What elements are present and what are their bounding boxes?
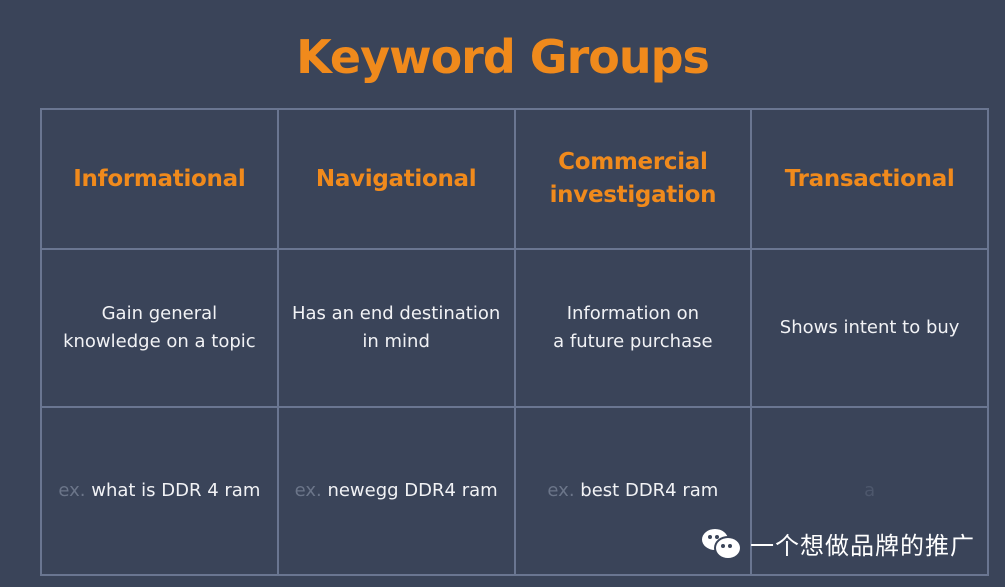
header-label: Transactional <box>784 165 955 192</box>
header-cell-navigational: Navigational <box>276 108 516 250</box>
description-line1: Information on <box>566 303 700 324</box>
description-cell-informational: Gain general knowledge on a topic <box>40 248 279 408</box>
watermark: 一个想做品牌的推广 <box>700 526 975 560</box>
header-label: Informational <box>73 165 246 192</box>
header-label-line1: Commercial <box>558 149 708 175</box>
example-cell-informational: ex. what is DDR 4 ram <box>40 406 279 576</box>
description-line1: Gain general <box>101 303 218 324</box>
table-description-row: Gain general knowledge on a topic Has an… <box>40 248 989 408</box>
description-cell-transactional: Shows intent to buy <box>750 248 989 408</box>
example-prefix: ex. <box>58 480 86 501</box>
example-value: what is DDR 4 ram <box>91 480 261 501</box>
table-header-row: Informational Navigational Commercial in… <box>40 108 989 250</box>
description-cell-navigational: Has an end destination in mind <box>276 248 516 408</box>
header-cell-transactional: Transactional <box>750 108 989 250</box>
keyword-groups-table: Informational Navigational Commercial in… <box>40 108 989 576</box>
example-value: best DDR4 ram <box>580 480 719 501</box>
wechat-icon <box>700 527 742 560</box>
table-example-row: ex. what is DDR 4 ram ex. newegg DDR4 ra… <box>40 406 989 576</box>
example-cell-transactional: a <box>750 406 989 576</box>
description-cell-commercial-investigation: Information on a future purchase <box>513 248 753 408</box>
example-prefix: ex. <box>547 480 575 501</box>
header-cell-commercial-investigation: Commercial investigation <box>513 108 753 250</box>
description-line2: knowledge on a topic <box>63 331 256 352</box>
example-prefix: ex. <box>294 480 322 501</box>
page-title: Keyword Groups <box>296 30 710 84</box>
watermark-text: 一个想做品牌的推广 <box>750 531 975 560</box>
header-label-line2: investigation <box>549 182 717 208</box>
example-cell-navigational: ex. newegg DDR4 ram <box>276 406 516 576</box>
description-line2: in mind <box>362 331 430 352</box>
example-prefix: a <box>864 480 876 501</box>
header-label: Navigational <box>315 165 477 192</box>
description-line2: a future purchase <box>553 331 713 352</box>
header-cell-informational: Informational <box>40 108 279 250</box>
description-line1: Shows intent to buy <box>779 317 960 338</box>
example-value: newegg DDR4 ram <box>327 480 498 501</box>
description-line1: Has an end destination <box>291 303 501 324</box>
